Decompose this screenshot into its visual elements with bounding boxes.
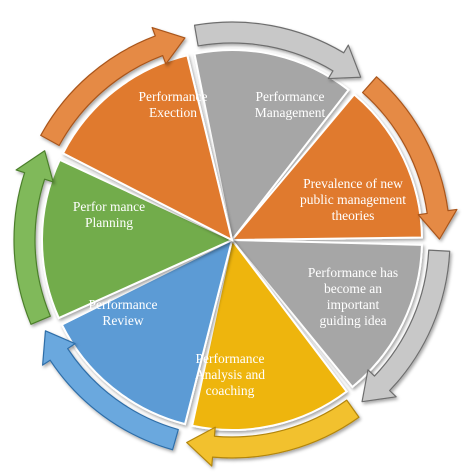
label-line: Analysis and	[195, 367, 265, 382]
label-line: Prevalence of new	[303, 176, 403, 191]
label-line: theories	[332, 208, 375, 223]
arrow-performance-guiding-idea	[186, 399, 360, 467]
label-line: coaching	[206, 383, 255, 398]
arrow-performance-management	[362, 76, 458, 240]
segment-performance-planning	[61, 54, 234, 242]
label-line: Performance	[256, 89, 325, 104]
label-line: guiding idea	[319, 313, 386, 328]
label-line: Perfor mance	[73, 199, 145, 214]
segment-performance-analysis-coaching	[60, 238, 234, 426]
arrow-performance-exection	[193, 21, 362, 80]
label-line: public management	[300, 192, 406, 207]
label-line: Performance	[196, 351, 265, 366]
label-line: Exection	[149, 105, 197, 120]
arrow-performance-planning	[40, 26, 186, 147]
segment-performance-guiding-idea	[190, 237, 349, 431]
segment-prevalence-public-management	[229, 238, 423, 389]
arrow-performance-analysis-coaching	[42, 330, 179, 451]
arrow-prevalence-public-management	[361, 249, 451, 403]
label-line: Planning	[85, 215, 133, 230]
segment-performance-management	[229, 93, 423, 242]
label-line: become an	[324, 281, 382, 296]
label-line: Performance	[89, 297, 158, 312]
label-line: important	[327, 297, 380, 312]
label-line: Management	[255, 105, 326, 120]
segment-performance-exection	[193, 49, 350, 243]
segment-performance-review	[41, 158, 235, 320]
label-line: Performance	[139, 89, 208, 104]
label-line: Performance has	[308, 265, 398, 280]
arrow-performance-review	[13, 150, 54, 325]
label-line: Review	[102, 313, 143, 328]
